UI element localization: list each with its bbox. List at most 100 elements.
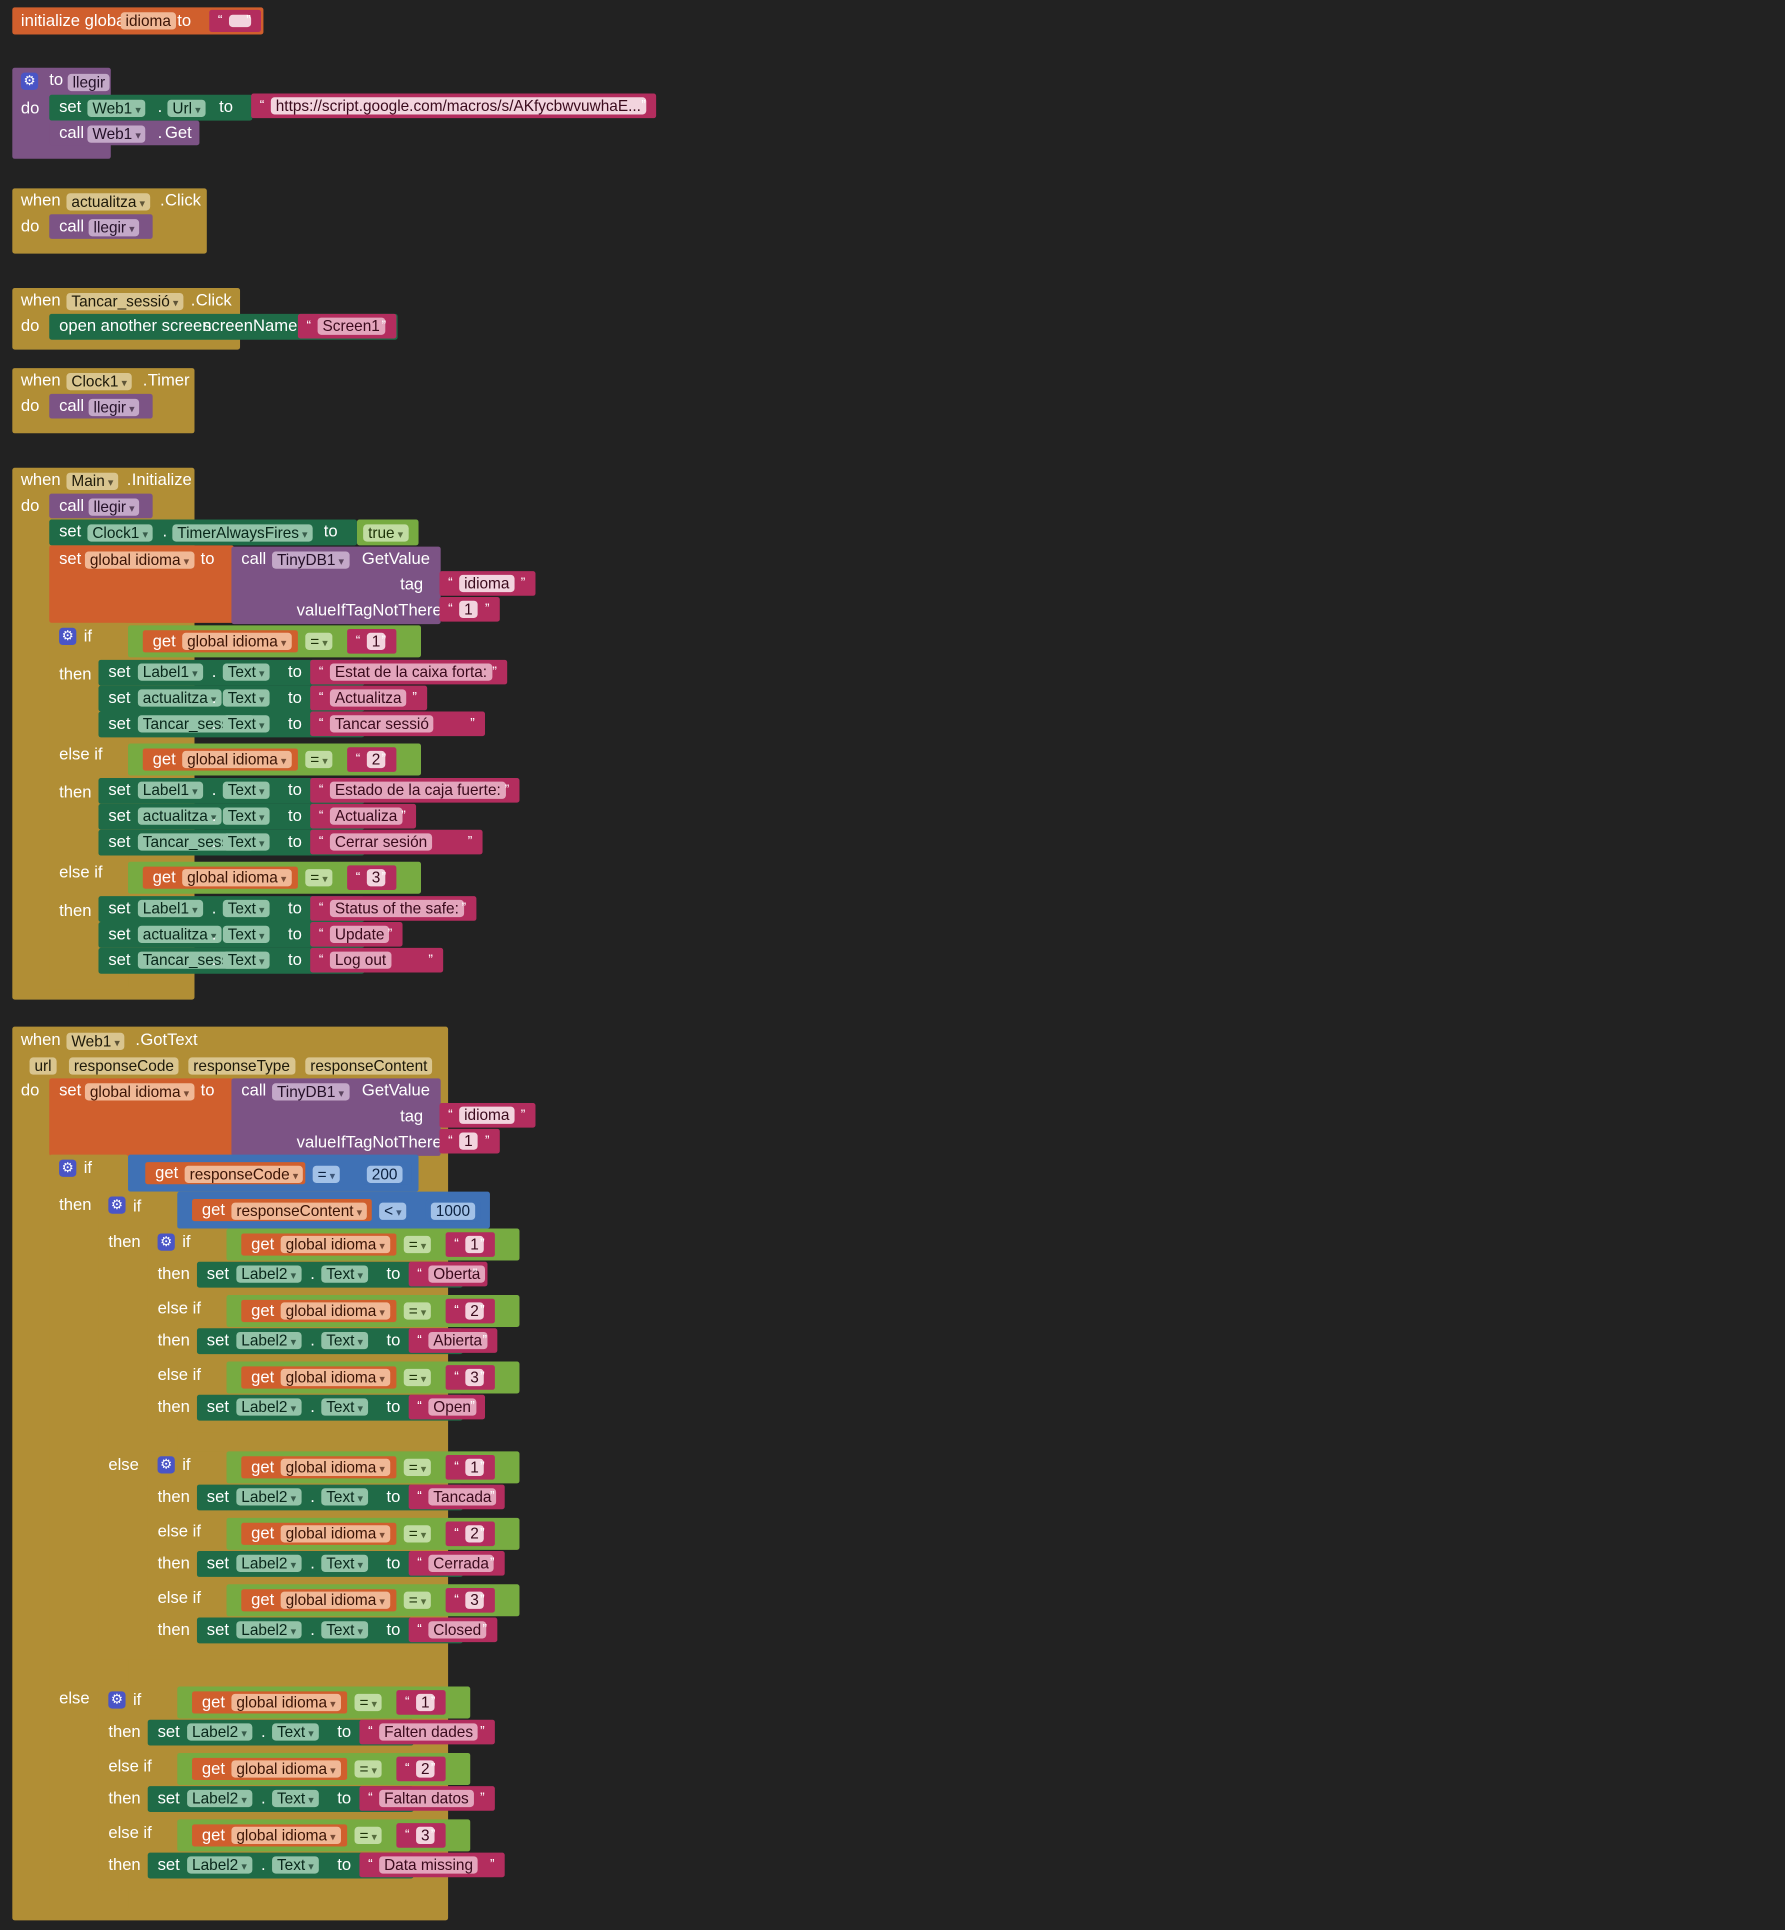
text-string-value[interactable]: Oberta — [428, 1265, 486, 1283]
text-string-value[interactable]: 1 — [465, 1458, 484, 1476]
component-dropdown[interactable]: Clock1 — [66, 372, 133, 391]
variable-dropdown[interactable]: global idioma — [182, 632, 292, 650]
component-dropdown[interactable]: Label2 — [187, 1856, 252, 1874]
variable-dropdown[interactable]: global idioma — [84, 551, 195, 569]
component-dropdown[interactable]: Label2 — [187, 1723, 252, 1741]
component-dropdown[interactable]: Web1 — [87, 125, 146, 143]
number-value[interactable]: 200 — [366, 1165, 403, 1183]
component-dropdown[interactable]: actualitza — [137, 925, 222, 943]
component-dropdown[interactable]: Label2 — [187, 1789, 252, 1808]
variable-dropdown[interactable]: responseContent — [231, 1202, 368, 1220]
param-responseType[interactable]: responseType — [188, 1057, 295, 1075]
text-string-value[interactable]: Closed — [428, 1621, 487, 1639]
gear-icon[interactable]: ⚙ — [108, 1196, 126, 1214]
component-dropdown[interactable]: actualitza — [137, 807, 222, 825]
boolean-dropdown[interactable]: true — [363, 524, 409, 542]
text-string-value[interactable]: Data missing — [379, 1856, 478, 1874]
variable-dropdown[interactable]: global idioma — [280, 1591, 390, 1609]
operator-dropdown[interactable]: = — [403, 1368, 432, 1387]
variable-dropdown[interactable]: global idioma — [280, 1302, 390, 1320]
param-responseContent[interactable]: responseContent — [305, 1057, 433, 1075]
variable-dropdown[interactable]: responseCode — [184, 1165, 304, 1183]
text-string-value[interactable]: 1 — [416, 1693, 435, 1712]
property-dropdown[interactable]: Text — [222, 899, 270, 918]
operator-dropdown[interactable]: = — [403, 1302, 432, 1320]
operator-dropdown[interactable]: < — [379, 1202, 407, 1220]
property-dropdown[interactable]: Text — [321, 1331, 369, 1350]
text-string-value[interactable]: 3 — [465, 1591, 484, 1609]
text-string-value[interactable]: Open — [428, 1398, 476, 1416]
text-string-value[interactable]: 3 — [366, 869, 386, 887]
operator-dropdown[interactable]: = — [305, 869, 333, 887]
text-string-value[interactable]: 1 — [366, 632, 386, 650]
property-dropdown[interactable]: Text — [272, 1856, 319, 1874]
property-dropdown[interactable]: Text — [222, 689, 270, 707]
variable-dropdown[interactable]: global idioma — [231, 1693, 341, 1712]
text-string-value[interactable]: 3 — [465, 1368, 484, 1387]
property-dropdown[interactable]: Text — [222, 925, 270, 943]
tag-string-value[interactable]: idioma — [459, 1106, 515, 1124]
operator-dropdown[interactable]: = — [354, 1826, 383, 1845]
tag-string-value[interactable]: idioma — [459, 574, 515, 593]
property-dropdown[interactable]: Text — [321, 1554, 369, 1572]
operator-dropdown[interactable]: = — [312, 1165, 341, 1183]
component-dropdown[interactable]: Web1 — [66, 1032, 125, 1051]
text-string-value[interactable]: Log out — [329, 951, 392, 969]
component-dropdown[interactable]: Main — [66, 472, 119, 490]
variable-name-field[interactable]: idioma — [120, 12, 176, 30]
gear-icon[interactable]: ⚙ — [59, 1159, 77, 1177]
variable-dropdown[interactable]: global idioma — [280, 1368, 390, 1387]
gear-icon[interactable]: ⚙ — [108, 1691, 126, 1709]
operator-dropdown[interactable]: = — [403, 1235, 432, 1254]
component-dropdown[interactable]: Label1 — [137, 781, 203, 799]
component-dropdown[interactable]: Tancar_sessió — [66, 292, 184, 311]
text-string-value[interactable]: 3 — [416, 1826, 435, 1845]
text-string-value[interactable]: Update — [329, 925, 390, 943]
component-dropdown[interactable]: Label2 — [236, 1621, 302, 1639]
component-dropdown[interactable]: actualitza — [137, 689, 222, 707]
property-dropdown[interactable]: Text — [222, 715, 270, 733]
gear-icon[interactable]: ⚙ — [157, 1233, 175, 1251]
operator-dropdown[interactable]: = — [354, 1760, 383, 1778]
text-string-value[interactable]: 2 — [465, 1525, 484, 1543]
variable-dropdown[interactable]: global idioma — [231, 1760, 341, 1778]
property-dropdown[interactable]: Text — [222, 781, 270, 799]
text-string-value[interactable]: Status of the safe: — [329, 899, 464, 918]
param-url[interactable]: url — [29, 1057, 57, 1075]
operator-dropdown[interactable]: = — [305, 750, 333, 769]
procedure-dropdown[interactable]: llegir — [88, 219, 140, 237]
variable-dropdown[interactable]: global idioma — [84, 1083, 195, 1101]
component-dropdown[interactable]: actualitza — [66, 193, 150, 211]
url-string-value[interactable]: https://script.google.com/macros/s/AKfyc… — [270, 97, 646, 115]
property-dropdown[interactable]: Text — [272, 1789, 319, 1808]
component-dropdown[interactable]: Label2 — [236, 1554, 302, 1572]
property-dropdown[interactable]: Text — [321, 1265, 369, 1283]
text-string-value[interactable]: Estat de la caixa forta: — [329, 663, 493, 681]
procedure-name-field[interactable]: llegir — [67, 73, 111, 92]
text-string-value[interactable]: 2 — [366, 750, 386, 769]
variable-dropdown[interactable]: global idioma — [280, 1525, 390, 1543]
procedure-dropdown[interactable]: llegir — [88, 498, 140, 516]
text-string-value[interactable]: Faltan datos — [379, 1789, 474, 1808]
variable-dropdown[interactable]: global idioma — [182, 869, 292, 887]
variable-dropdown[interactable]: global idioma — [182, 750, 292, 769]
text-string-value[interactable]: 1 — [465, 1235, 484, 1254]
variable-dropdown[interactable]: global idioma — [280, 1235, 390, 1254]
variable-dropdown[interactable]: global idioma — [231, 1826, 341, 1845]
component-dropdown[interactable]: Label2 — [236, 1265, 302, 1283]
operator-dropdown[interactable]: = — [305, 632, 333, 650]
property-dropdown[interactable]: Text — [321, 1621, 369, 1639]
component-dropdown[interactable]: Clock1 — [87, 524, 153, 542]
text-string-value[interactable]: 2 — [465, 1302, 484, 1320]
gear-icon[interactable]: ⚙ — [59, 627, 77, 646]
component-dropdown[interactable]: Label2 — [236, 1331, 302, 1350]
component-dropdown[interactable]: Label2 — [236, 1488, 302, 1506]
text-string-value[interactable] — [228, 14, 252, 28]
component-dropdown[interactable]: TinyDB1 — [272, 551, 349, 569]
text-string-value[interactable]: Cerrada — [428, 1554, 494, 1572]
property-dropdown[interactable]: Text — [272, 1723, 319, 1741]
operator-dropdown[interactable]: = — [403, 1458, 432, 1476]
component-dropdown[interactable]: TinyDB1 — [272, 1083, 349, 1101]
default-string-value[interactable]: 1 — [459, 1132, 478, 1150]
